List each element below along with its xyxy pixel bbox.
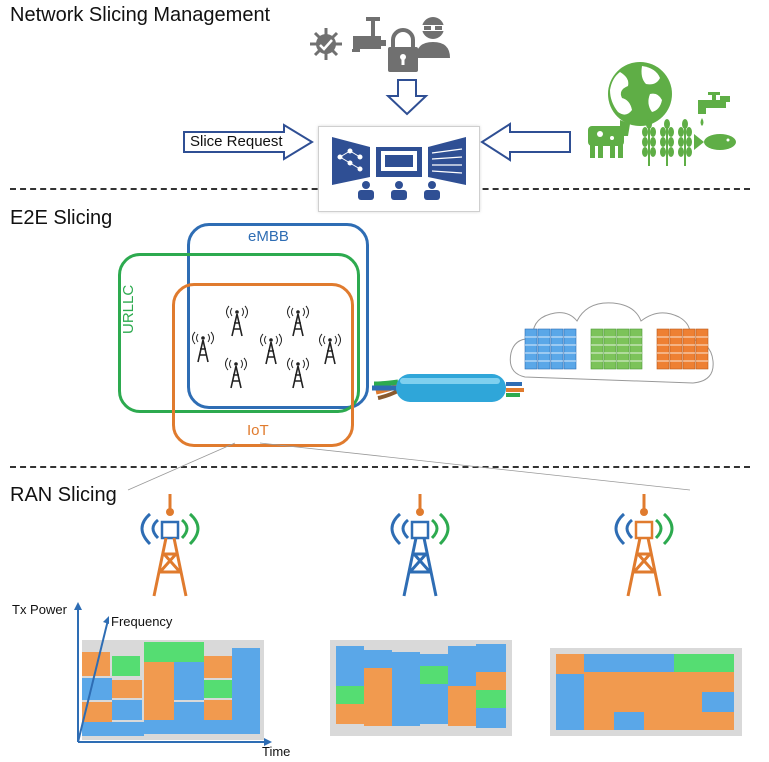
down-arrow-icon	[385, 79, 429, 116]
globe-icon	[608, 62, 672, 126]
hacker-icon	[416, 17, 450, 58]
resource-grid-1	[74, 602, 272, 746]
slice-request-arrow	[183, 123, 314, 161]
wheat-icon	[642, 119, 692, 166]
tower-icon-mixed	[140, 494, 200, 597]
frequency-label: Frequency	[111, 614, 173, 629]
ran-section-title: RAN Slicing	[10, 484, 117, 506]
management-section-title: Network Slicing Management	[10, 4, 271, 26]
tower-icon-orange	[614, 494, 674, 597]
grid1-blocks	[82, 642, 260, 736]
camera-icon	[352, 17, 386, 52]
lock-icon	[388, 28, 418, 72]
iot-label: IoT	[247, 422, 269, 439]
resource-icons	[588, 62, 736, 166]
time-label: Time	[262, 744, 291, 759]
cow-icon	[588, 120, 630, 158]
urllc-slice-box	[118, 253, 360, 413]
left-arrow-icon	[480, 122, 571, 162]
embb-slice-box	[187, 223, 369, 409]
control-room-icon	[332, 137, 466, 200]
section-divider	[10, 466, 750, 468]
e2e-section-title: E2E Slicing	[10, 207, 113, 229]
fish-icon	[694, 134, 736, 150]
resource-grid-3	[550, 648, 742, 736]
threat-icons	[310, 17, 450, 72]
resource-grid-2	[330, 640, 512, 736]
tx-power-label: Tx Power	[12, 602, 67, 617]
cloud-datacenter-icon	[509, 302, 714, 384]
slice-request-label: Slice Request	[190, 133, 283, 150]
embb-label: eMBB	[248, 228, 289, 245]
virus-icon	[310, 28, 342, 60]
fiber-cable-icon	[372, 374, 524, 402]
tower-icon-blue	[390, 494, 450, 597]
iot-slice-box	[172, 283, 354, 447]
faucet-icon	[698, 92, 730, 126]
